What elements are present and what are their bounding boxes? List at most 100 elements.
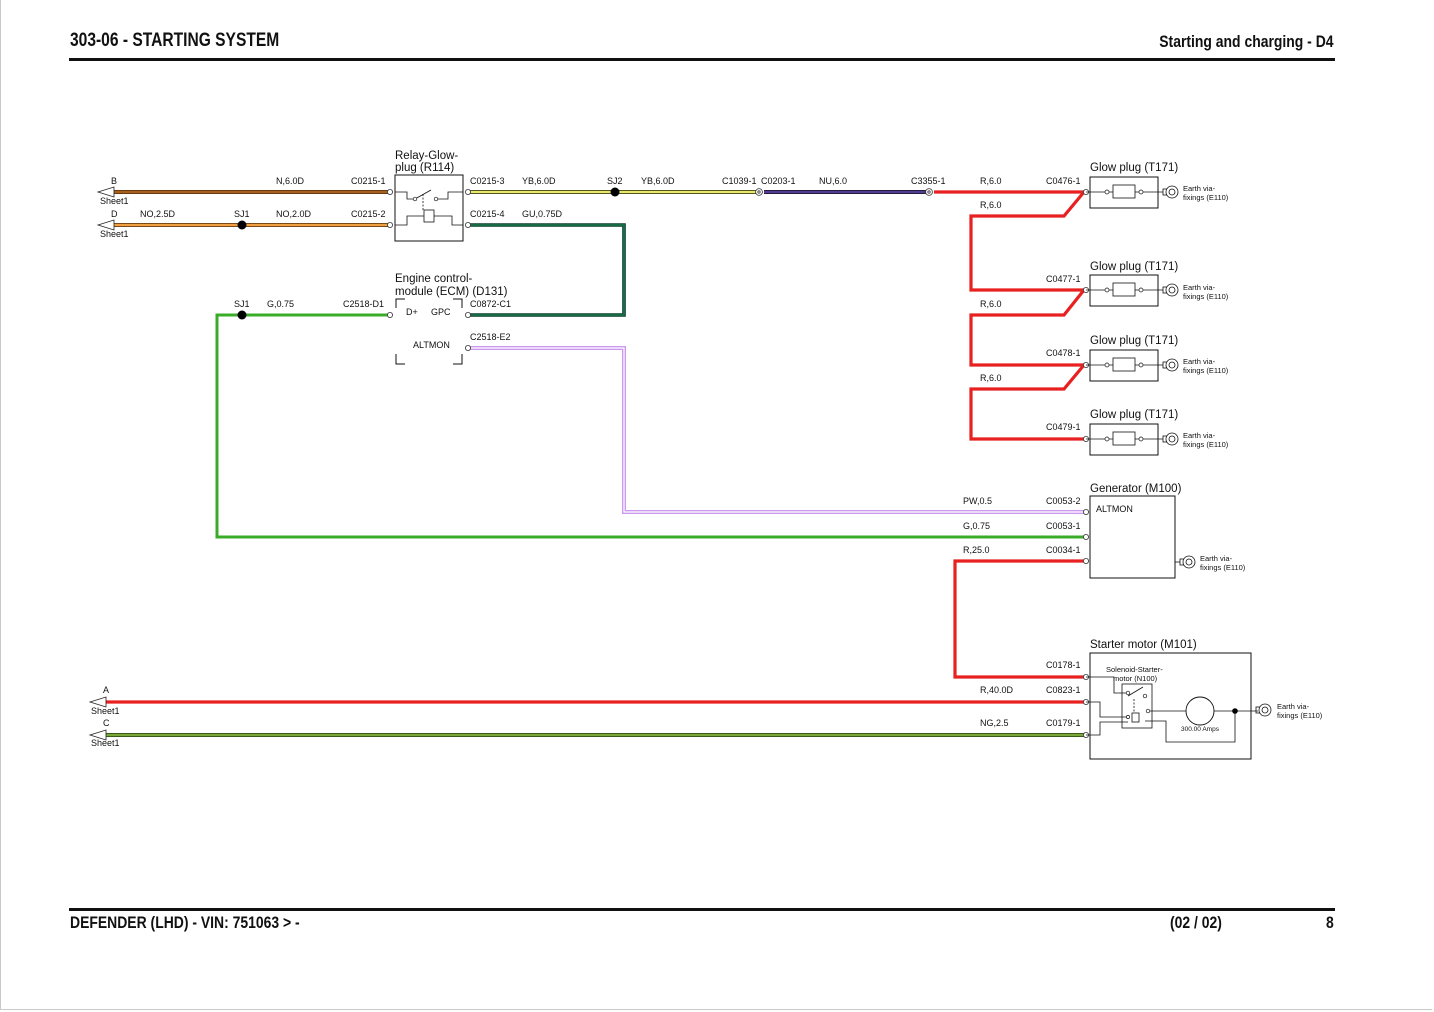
amps-label: 300.00 Amps — [1181, 726, 1220, 733]
footer-rule — [69, 908, 1335, 911]
earth-icon — [1162, 283, 1179, 297]
connector-c0178: C0178-1 — [1046, 660, 1081, 670]
connector-c0476: C0476-1 — [1046, 176, 1081, 186]
wire-label-nu: NU,6.0 — [819, 176, 847, 186]
earth-label-5b: fixings (E110) — [1200, 563, 1246, 572]
wire-label-pw: PW,0.5 — [963, 496, 992, 506]
earth-label-5a: Earth via- — [1200, 554, 1233, 563]
connector-c0215-4: C0215-4 — [470, 209, 505, 219]
connector-c2518-e2: C2518-E2 — [470, 332, 511, 342]
off-sheet-c: C — [103, 718, 110, 728]
solenoid-label-2: motor (N100) — [1113, 674, 1158, 683]
page-title: 303-06 - STARTING SYSTEM — [70, 30, 280, 51]
earth-label-4a: Earth via- — [1183, 431, 1216, 440]
ecm-label-2: module (ECM) (D131) — [395, 286, 508, 298]
connector-c0053-2: C0053-2 — [1046, 496, 1081, 506]
earth-icon — [1179, 555, 1196, 569]
wire-red-25[interactable] — [953, 559, 1084, 679]
ecm-pin-gpc: GPC — [431, 307, 451, 317]
glow-plug-3-label: Glow plug (T171) — [1090, 335, 1178, 347]
ecm-label-1: Engine control- — [395, 273, 473, 285]
splice-sj1-b — [237, 310, 247, 320]
connector-c0823: C0823-1 — [1046, 685, 1081, 695]
connector-c0479: C0479-1 — [1046, 422, 1081, 432]
glow-plug-2[interactable] — [1086, 274, 1163, 307]
glow-plug-2-label: Glow plug (T171) — [1090, 261, 1178, 273]
earth-label-6a: Earth via- — [1277, 702, 1310, 711]
splice-sj2 — [610, 187, 620, 197]
wire-label-r6d: R,6.0 — [980, 373, 1002, 383]
solenoid-label-1: Solenoid-Starter- — [1106, 665, 1163, 674]
connector-pins — [386, 188, 1090, 739]
wire-label-n6: N,6.0D — [276, 176, 305, 186]
wire-pink-white[interactable] — [470, 346, 1084, 514]
motor-icon — [1185, 696, 1215, 726]
off-sheet-c-sheet: Sheet1 — [91, 738, 120, 748]
off-sheet-a: A — [103, 685, 109, 695]
wire-label-yb1: YB,6.0D — [522, 176, 556, 186]
wire-label-r6c: R,6.0 — [980, 299, 1002, 309]
splice-label-sj2: SJ2 — [607, 176, 623, 186]
glow-plug-4-label: Glow plug (T171) — [1090, 409, 1178, 421]
starter-motor-box[interactable] — [1086, 652, 1258, 760]
connector-c0215-1: C0215-1 — [351, 176, 386, 186]
glow-plug-3[interactable] — [1086, 349, 1163, 382]
earth-label-3a: Earth via- — [1183, 357, 1216, 366]
connector-c0478: C0478-1 — [1046, 348, 1081, 358]
wire-label-gu: GU,0.75D — [522, 209, 563, 219]
connector-c0179: C0179-1 — [1046, 718, 1081, 728]
generator-box[interactable] — [1089, 495, 1180, 579]
generator-label: Generator (M100) — [1090, 483, 1182, 495]
connector-c0203: C0203-1 — [761, 176, 796, 186]
earth-icons — [1162, 185, 1272, 717]
glow-plug-1-label: Glow plug (T171) — [1090, 162, 1178, 174]
header-rule — [69, 58, 1335, 61]
wire-label-g075a: G,0.75 — [267, 299, 294, 309]
off-sheet-b-sheet: Sheet1 — [100, 196, 129, 206]
wire-green-blue[interactable] — [470, 223, 626, 317]
wire-label-yb2: YB,6.0D — [641, 176, 675, 186]
splice-label-sj1-b: SJ1 — [234, 299, 250, 309]
page-number: 8 — [1326, 913, 1334, 932]
earth-label-1a: Earth via- — [1183, 184, 1216, 193]
connector-c1039: C1039-1 — [722, 176, 757, 186]
off-sheet-a-sheet: Sheet1 — [91, 706, 120, 716]
wire-label-r6a: R,6.0 — [980, 176, 1002, 186]
ecm-box[interactable] — [395, 298, 463, 365]
earth-label-6b: fixings (E110) — [1277, 711, 1323, 720]
earth-icon — [1162, 432, 1179, 446]
earth-label-3b: fixings (E110) — [1183, 366, 1229, 375]
wire-red-glow[interactable] — [934, 190, 1086, 441]
off-sheet-b: B — [111, 176, 117, 186]
wire-label-no25: NO,2.5D — [140, 209, 176, 219]
glow-plug-1[interactable] — [1086, 176, 1163, 209]
starter-label: Starter motor (M101) — [1090, 639, 1197, 651]
wire-label-g075b: G,0.75 — [963, 521, 990, 531]
ecm-pin-dplus: D+ — [406, 307, 418, 317]
generator-altmon: ALTMON — [1096, 504, 1133, 514]
wire-green[interactable] — [215, 313, 1084, 539]
earth-icon — [1162, 358, 1179, 372]
wire-label-no20: NO,2.0D — [276, 209, 312, 219]
connector-c0872: C0872-C1 — [470, 299, 511, 309]
connector-c0215-2: C0215-2 — [351, 209, 386, 219]
wire-label-ng: NG,2.5 — [980, 718, 1009, 728]
earth-icon — [1255, 703, 1272, 717]
earth-label-2a: Earth via- — [1183, 283, 1216, 292]
connector-c3355: C3355-1 — [911, 176, 946, 186]
earth-label-1b: fixings (E110) — [1183, 193, 1229, 202]
connector-c0053-1: C0053-1 — [1046, 521, 1081, 531]
earth-label-2b: fixings (E110) — [1183, 292, 1229, 301]
relay-glow-plug[interactable] — [394, 174, 464, 242]
connector-c0034: C0034-1 — [1046, 545, 1081, 555]
section-title: Starting and charging - D4 — [1159, 32, 1334, 51]
relay-label-2: plug (R114) — [395, 162, 454, 174]
connector-c0215-3: C0215-3 — [470, 176, 505, 186]
wire-label-r6b: R,6.0 — [980, 200, 1002, 210]
splice-sj1-a — [237, 220, 247, 230]
glow-plug-4[interactable] — [1086, 423, 1163, 456]
earth-label-4b: fixings (E110) — [1183, 440, 1229, 449]
off-sheet-arrows — [88, 186, 115, 741]
